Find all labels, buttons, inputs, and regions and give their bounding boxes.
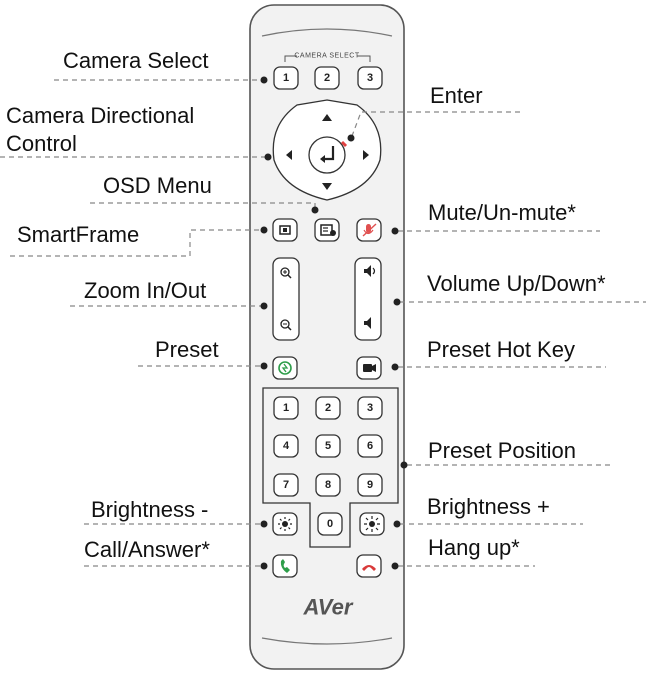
- arrow-up-icon[interactable]: [322, 114, 332, 121]
- callout-preset: Preset: [138, 337, 268, 370]
- brightness-plus-icon: [364, 516, 380, 532]
- smartframe-button[interactable]: [272, 218, 298, 242]
- preset-icon: [278, 361, 292, 375]
- callout-enter: Enter: [347, 83, 520, 142]
- callout-camera-directional: Camera Directional Control: [0, 103, 272, 161]
- directional-pad[interactable]: [272, 99, 382, 201]
- callout-camera-select: Camera Select: [54, 48, 268, 84]
- keypad-2[interactable]: 2: [315, 396, 341, 420]
- keypad-3-label: 3: [367, 402, 373, 414]
- zoom-rocker[interactable]: [272, 257, 300, 341]
- callout-enter-label: Enter: [430, 83, 483, 108]
- callout-preset-hot-key: Preset Hot Key: [391, 337, 606, 371]
- keypad-1-label: 1: [283, 402, 289, 414]
- callout-zoom: Zoom In/Out: [70, 278, 268, 310]
- keypad-0[interactable]: 0: [317, 512, 343, 536]
- callout-volume: Volume Up/Down*: [393, 271, 646, 306]
- callout-brightness-minus-label: Brightness -: [91, 497, 208, 522]
- camera-icon: [363, 364, 376, 372]
- keypad-4[interactable]: 4: [273, 434, 299, 458]
- callout-hang-up-label: Hang up*: [428, 535, 520, 560]
- preset-hot-key-button[interactable]: [356, 356, 382, 380]
- camera-3-label: 3: [367, 72, 373, 84]
- camera-select-group: CAMERA SELECT: [284, 53, 371, 62]
- call-answer-button[interactable]: [272, 554, 298, 578]
- keypad-6[interactable]: 6: [357, 434, 383, 458]
- keypad-8[interactable]: 8: [315, 473, 341, 497]
- volume-down-icon[interactable]: [364, 317, 371, 329]
- camera-1-button[interactable]: 1: [273, 66, 299, 90]
- callout-mute: Mute/Un-mute*: [391, 200, 600, 235]
- enter-icon: [322, 146, 335, 161]
- volume-up-icon[interactable]: [364, 265, 376, 277]
- camera-2-label: 2: [324, 72, 330, 84]
- callout-brightness-minus: Brightness -: [84, 497, 268, 528]
- keypad-3[interactable]: 3: [357, 396, 383, 420]
- callout-hang-up: Hang up*: [391, 535, 535, 570]
- callout-osd-menu: OSD Menu: [90, 173, 319, 214]
- callout-volume-label: Volume Up/Down*: [427, 271, 606, 296]
- callout-call-answer: Call/Answer*: [84, 537, 268, 570]
- callout-zoom-label: Zoom In/Out: [84, 278, 206, 303]
- callout-preset-position: Preset Position: [400, 438, 610, 469]
- keypad-2-label: 2: [325, 402, 331, 414]
- brightness-minus-icon: [278, 517, 292, 531]
- callout-osd-menu-label: OSD Menu: [103, 173, 212, 198]
- camera-1-label: 1: [283, 72, 289, 84]
- camera-3-button[interactable]: 3: [357, 66, 383, 90]
- camera-select-label: CAMERA SELECT: [294, 53, 359, 60]
- callout-camera-select-label: Camera Select: [63, 48, 209, 73]
- brightness-plus-button[interactable]: [359, 512, 385, 536]
- brightness-minus-button[interactable]: [272, 512, 298, 536]
- brand-logo: AVer: [303, 595, 354, 620]
- keypad-7-label: 7: [283, 479, 289, 491]
- phone-icon: [280, 559, 290, 573]
- keypad-7[interactable]: 7: [273, 473, 299, 497]
- callout-mute-label: Mute/Un-mute*: [428, 200, 576, 225]
- keypad-8-label: 8: [325, 479, 331, 491]
- callout-smartframe: SmartFrame: [10, 222, 268, 257]
- mute-icon: [362, 223, 377, 237]
- callout-camera-directional-line2: Control: [6, 131, 77, 156]
- keypad-5-label: 5: [325, 440, 331, 452]
- hang-up-button[interactable]: [356, 554, 382, 578]
- volume-rocker[interactable]: [354, 257, 382, 341]
- remote-top-edge: [261, 28, 393, 37]
- arrow-down-icon[interactable]: [322, 183, 332, 190]
- keypad-6-label: 6: [367, 440, 373, 452]
- zoom-in-icon[interactable]: [280, 267, 292, 279]
- callout-preset-position-label: Preset Position: [428, 438, 576, 463]
- keypad-1[interactable]: 1: [273, 396, 299, 420]
- callout-brightness-plus-label: Brightness +: [427, 494, 550, 519]
- enter-accent: [340, 140, 348, 148]
- enter-button[interactable]: [308, 136, 346, 174]
- osd-menu-icon: [320, 224, 336, 236]
- callout-call-answer-label: Call/Answer*: [84, 537, 210, 562]
- keypad-4-label: 4: [283, 440, 290, 452]
- zoom-out-icon[interactable]: [280, 319, 292, 331]
- arrow-left-icon[interactable]: [286, 150, 292, 160]
- callout-camera-directional-line1: Camera Directional: [6, 103, 194, 128]
- keypad-9[interactable]: 9: [357, 473, 383, 497]
- keypad-0-label: 0: [327, 518, 333, 530]
- remote-bottom-edge: [261, 637, 393, 645]
- mute-button[interactable]: [356, 218, 382, 242]
- arrow-right-icon[interactable]: [363, 150, 369, 160]
- callout-brightness-plus: Brightness +: [393, 494, 583, 528]
- preset-button[interactable]: [272, 356, 298, 380]
- callout-preset-hot-key-label: Preset Hot Key: [427, 337, 575, 362]
- osd-menu-button[interactable]: [314, 218, 340, 242]
- callout-preset-label: Preset: [155, 337, 219, 362]
- keypad-9-label: 9: [367, 479, 373, 491]
- keypad-5[interactable]: 5: [315, 434, 341, 458]
- keypad-group-outline: [262, 387, 399, 548]
- callout-smartframe-label: SmartFrame: [17, 222, 139, 247]
- hang-up-icon: [362, 565, 376, 571]
- smartframe-icon: [279, 225, 291, 235]
- camera-2-button[interactable]: 2: [314, 66, 340, 90]
